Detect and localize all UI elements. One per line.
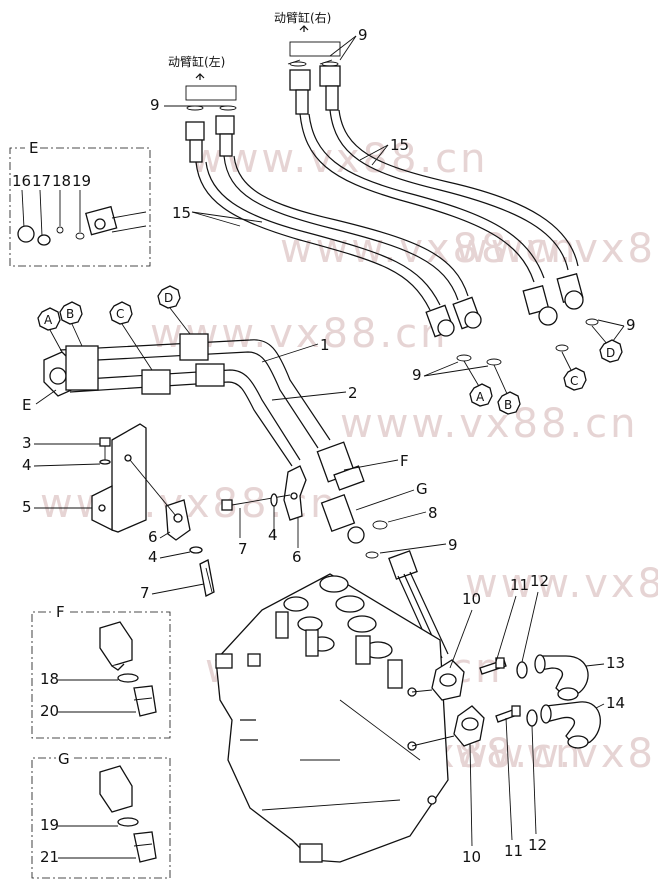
label-8: 8 xyxy=(372,504,438,530)
svg-text:12: 12 xyxy=(528,836,547,854)
label-9-top-right: 9 xyxy=(329,26,368,61)
orings-12 xyxy=(516,661,538,727)
svg-text:19: 19 xyxy=(40,816,59,834)
elbow-13 xyxy=(534,654,589,701)
svg-text:4: 4 xyxy=(22,456,32,474)
svg-text:9: 9 xyxy=(626,316,636,334)
flange-lower xyxy=(411,705,485,747)
svg-text:9: 9 xyxy=(412,366,422,384)
flange-upper xyxy=(411,659,465,701)
svg-text:9: 9 xyxy=(358,26,368,44)
view-marker-e: E xyxy=(22,389,57,414)
clamp-6-right: 7 4 6 xyxy=(221,465,307,566)
label-15-right: 15 xyxy=(359,136,409,166)
marker-b-mid xyxy=(497,391,521,415)
svg-text:1: 1 xyxy=(320,336,330,354)
svg-text:7: 7 xyxy=(238,540,248,558)
detail-e-title: E xyxy=(29,139,38,157)
detail-view-e: E 16 17 18 19 xyxy=(9,139,151,267)
svg-text:2: 2 xyxy=(348,384,358,402)
svg-text:10: 10 xyxy=(462,848,481,866)
svg-text:16: 16 xyxy=(12,172,31,190)
marker-d-right xyxy=(599,339,623,363)
svg-text:G: G xyxy=(416,480,428,498)
detail-view-f: F 18 20 xyxy=(31,603,171,739)
svg-text:D: D xyxy=(606,346,615,360)
marker-a-mid xyxy=(469,383,493,407)
svg-text:18: 18 xyxy=(40,670,59,688)
pipe-assembly xyxy=(43,333,365,544)
svg-text:21: 21 xyxy=(40,848,59,866)
svg-text:18: 18 xyxy=(52,172,71,190)
right-cylinder-marker: 动臂缸(右) xyxy=(274,10,341,67)
label-9-top-left: 9 xyxy=(150,96,228,114)
labels-10-14: 10 11 12 13 14 10 11 12 xyxy=(449,572,625,866)
marker-c-right xyxy=(563,367,587,391)
svg-text:14: 14 xyxy=(606,694,625,712)
left-cylinder-marker: 动臂缸(左) xyxy=(168,54,237,111)
svg-text:C: C xyxy=(116,307,124,321)
svg-text:B: B xyxy=(66,307,74,321)
svg-text:F: F xyxy=(400,452,409,470)
right-cylinder-label: 动臂缸(右) xyxy=(274,10,331,25)
svg-text:A: A xyxy=(44,313,53,327)
middle-9-ab-callouts: 9 A B xyxy=(412,354,521,415)
svg-text:3: 3 xyxy=(22,434,32,452)
svg-text:11: 11 xyxy=(510,576,529,594)
svg-text:B: B xyxy=(504,398,512,412)
svg-text:20: 20 xyxy=(40,702,59,720)
label-9-mid: 9 xyxy=(365,536,458,559)
svg-text:D: D xyxy=(164,291,173,305)
detail-g-title: G xyxy=(58,750,70,768)
label-2: 2 xyxy=(271,384,358,402)
svg-text:6: 6 xyxy=(148,528,158,546)
watermark-5: www.vx88.cn xyxy=(340,401,639,447)
svg-text:15: 15 xyxy=(172,204,191,222)
marker-d-pipe xyxy=(157,285,181,309)
detail-f-title: F xyxy=(56,603,65,621)
svg-text:15: 15 xyxy=(390,136,409,154)
svg-text:19: 19 xyxy=(72,172,91,190)
label-15-left: 15 xyxy=(172,204,263,227)
svg-text:5: 5 xyxy=(22,498,32,516)
bracket-assembly: 3 4 5 xyxy=(22,423,147,533)
elbow-14 xyxy=(540,701,601,749)
detail-view-g: G 19 21 xyxy=(31,750,171,879)
right-9-cd-callouts: 9 D C xyxy=(555,316,636,391)
watermark-7: www.vx88.cn xyxy=(465,561,658,607)
svg-text:E: E xyxy=(22,396,31,414)
svg-text:8: 8 xyxy=(428,504,438,522)
svg-text:9: 9 xyxy=(448,536,458,554)
marker-a-pipe xyxy=(37,307,61,331)
svg-text:17: 17 xyxy=(32,172,51,190)
marker-b-pipe xyxy=(59,301,83,325)
svg-text:9: 9 xyxy=(150,96,160,114)
svg-text:7: 7 xyxy=(140,584,150,602)
watermark-10: www.vx88.cn xyxy=(455,731,658,777)
svg-text:C: C xyxy=(570,374,578,388)
marker-c-pipe xyxy=(109,301,133,325)
pipe-markers: A B C D xyxy=(37,285,191,371)
clamp-6-left: 6 4 7 xyxy=(129,459,215,602)
svg-text:10: 10 xyxy=(462,590,481,608)
label-1: 1 xyxy=(261,336,330,363)
hose-15-right-pair xyxy=(289,65,584,326)
svg-text:A: A xyxy=(476,390,485,404)
left-cylinder-label: 动臂缸(左) xyxy=(168,54,225,69)
view-marker-f: F xyxy=(343,452,409,471)
hose-15-left-pair xyxy=(185,115,482,338)
svg-text:4: 4 xyxy=(148,548,158,566)
control-valve xyxy=(215,573,449,863)
svg-text:11: 11 xyxy=(504,842,523,860)
view-marker-g: G xyxy=(355,480,428,511)
watermark-3: www.vx88.cn xyxy=(455,226,658,272)
svg-text:13: 13 xyxy=(606,654,625,672)
svg-text:12: 12 xyxy=(530,572,549,590)
watermark-1: www.vx88.cn xyxy=(190,136,489,182)
bolts-11 xyxy=(479,657,521,723)
svg-text:6: 6 xyxy=(292,548,302,566)
svg-text:4: 4 xyxy=(268,526,278,544)
